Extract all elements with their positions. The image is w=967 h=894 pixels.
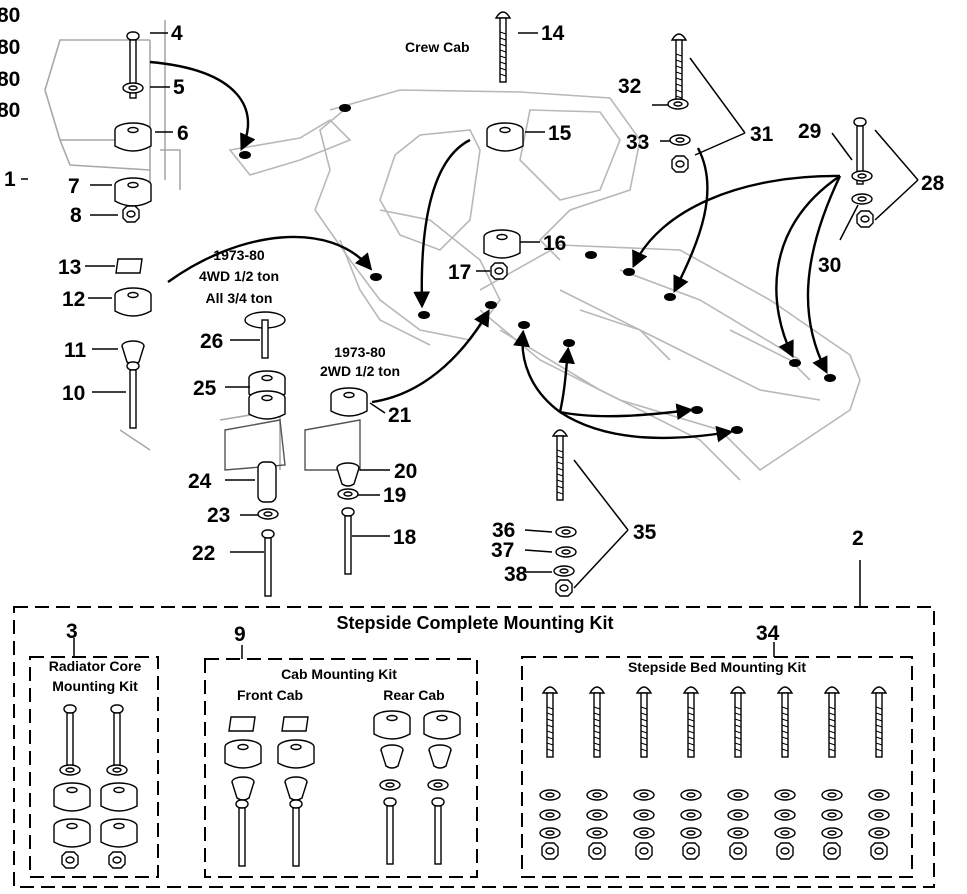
- caption-years-b: 1973-80: [334, 344, 386, 360]
- edge-label: 80: [0, 36, 20, 59]
- part-label: 16: [543, 232, 566, 255]
- part-label: 29: [798, 120, 821, 143]
- part-label: 25: [193, 377, 217, 400]
- part-label: 8: [70, 204, 82, 227]
- part-label: 22: [192, 542, 215, 565]
- cab-kit-parts: [224, 710, 461, 867]
- part-label: 35: [633, 521, 657, 544]
- install-arrows: [149, 60, 842, 443]
- part-label: 2: [852, 527, 864, 550]
- part-label: 32: [618, 75, 641, 98]
- part-label: 6: [177, 122, 189, 145]
- part-label: 9: [234, 623, 246, 646]
- radiator-kit-title: Radiator Core: [49, 658, 142, 674]
- part-label: 30: [818, 254, 841, 277]
- part-label: 31: [750, 123, 774, 146]
- part-label: 33: [626, 131, 649, 154]
- part-label: 23: [207, 504, 230, 527]
- part-label: 28: [921, 172, 945, 195]
- part-label: 12: [62, 288, 85, 311]
- part-label: 20: [394, 460, 417, 483]
- edge-label: 80: [0, 68, 20, 91]
- edge-label: 80: [0, 99, 20, 122]
- truck-frame-outline: [44, 20, 861, 481]
- part-label: 14: [541, 22, 565, 45]
- part-label: 15: [548, 122, 572, 145]
- part-label: 26: [200, 330, 223, 353]
- part-label: 21: [388, 404, 412, 427]
- part-label: 4: [171, 22, 183, 45]
- caption-years-a: 1973-80: [213, 247, 265, 263]
- radiator-kit-title-2: Mounting Kit: [52, 678, 138, 694]
- caption-4wd: 4WD 1/2 ton: [199, 268, 279, 284]
- part-label: 5: [173, 76, 185, 99]
- mount-holes: [239, 104, 836, 434]
- part-label: 10: [62, 382, 85, 405]
- cab-kit-title: Cab Mounting Kit: [281, 666, 397, 682]
- part-label: 19: [383, 484, 406, 507]
- front-cab-label: Front Cab: [237, 687, 303, 703]
- part-label: 24: [188, 470, 212, 493]
- part-label: 13: [58, 256, 81, 279]
- part-label: 37: [491, 539, 514, 562]
- part-label: 7: [68, 175, 80, 198]
- part-label: 36: [492, 519, 515, 542]
- caption-2wd: 2WD 1/2 ton: [320, 363, 400, 379]
- bed-kit-parts: [539, 686, 890, 860]
- edge-label: 80: [0, 4, 20, 27]
- caption-crew-cab: Crew Cab: [405, 39, 470, 55]
- part-label: 17: [448, 261, 471, 284]
- radiator-kit-parts: [53, 704, 138, 869]
- part-label: 18: [393, 526, 417, 549]
- bed-kit-title: Stepside Bed Mounting Kit: [628, 659, 806, 675]
- kit-boxes: [13, 560, 935, 888]
- rear-cab-label: Rear Cab: [383, 687, 444, 703]
- caption-all-34: All 3/4 ton: [206, 290, 273, 306]
- complete-kit-title: Stepside Complete Mounting Kit: [337, 613, 614, 633]
- part-label: 34: [756, 622, 780, 645]
- part-label: 11: [64, 339, 87, 362]
- part-label: 3: [66, 620, 78, 643]
- part-label: 38: [504, 563, 528, 586]
- part-label: 1: [4, 168, 16, 191]
- leader-lines: [21, 32, 919, 589]
